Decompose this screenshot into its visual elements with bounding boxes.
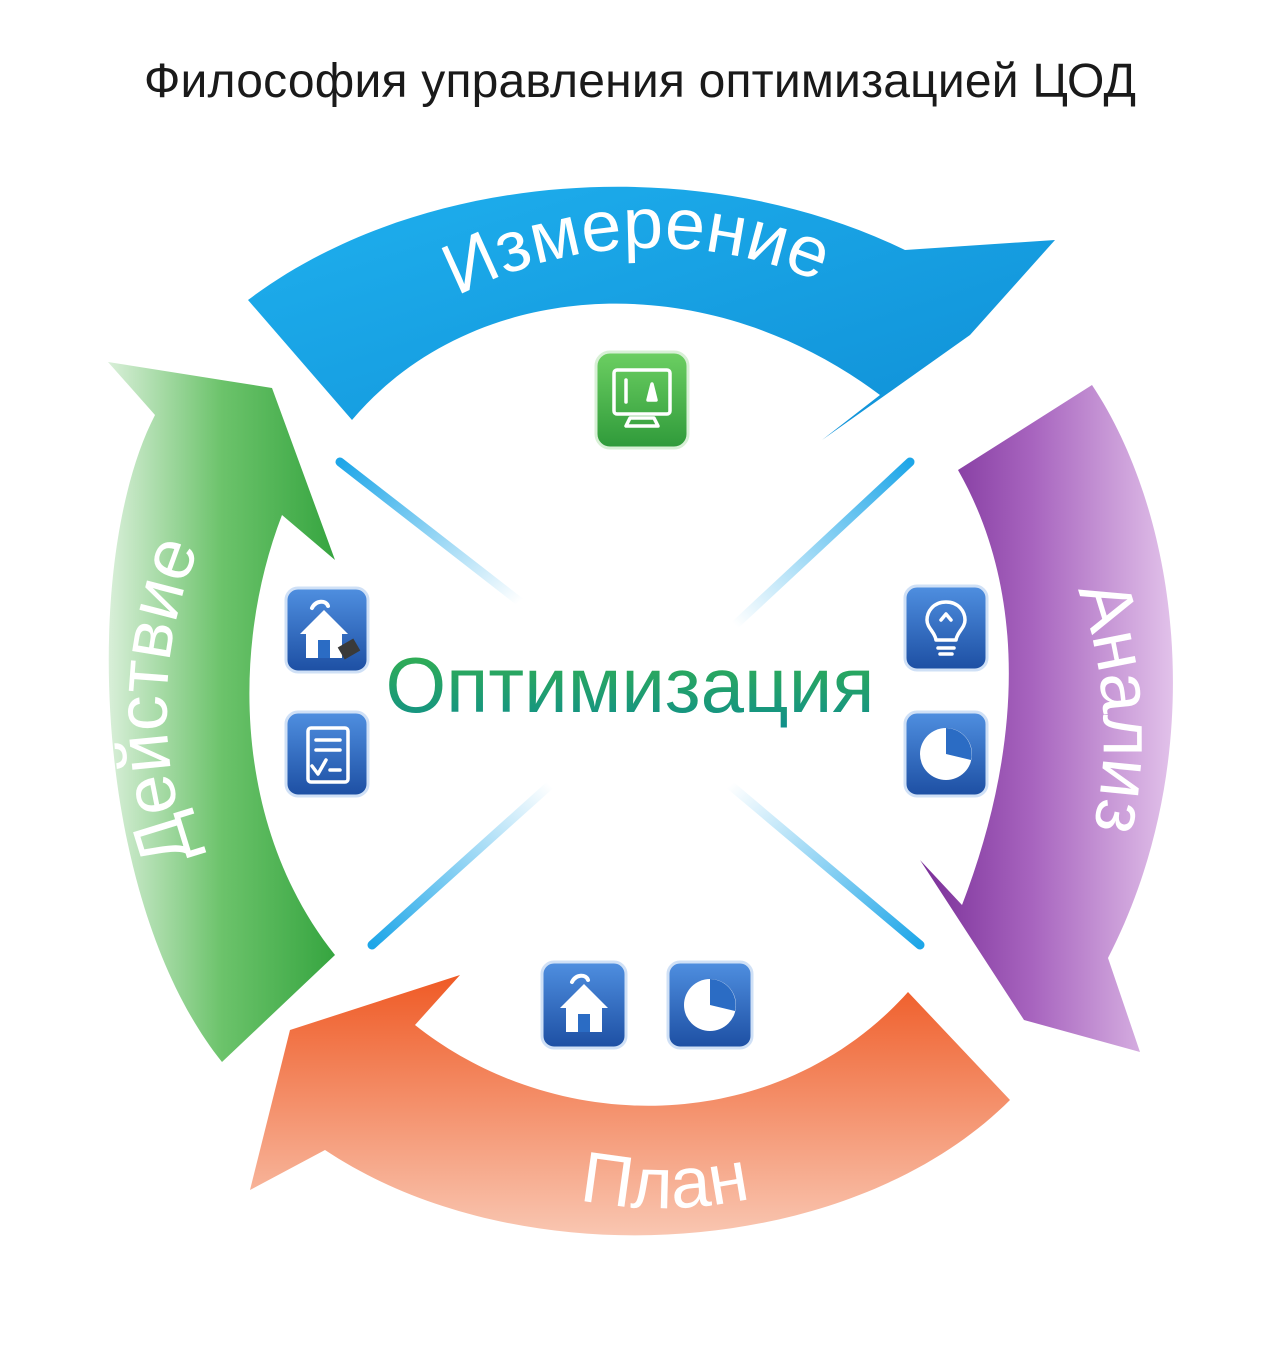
connector-upper-left: [335, 457, 525, 607]
icon-tile-pie-chart-analysis: [903, 710, 989, 798]
arrow-measure: Измерение: [248, 183, 1055, 440]
pie-chart-icon: [684, 979, 736, 1031]
connector-upper-right: [730, 457, 915, 630]
monitor-icon: [612, 368, 672, 428]
arrow-analysis: Анализ: [920, 385, 1173, 1052]
center-label: Оптимизация: [385, 641, 874, 729]
page-title: Философия управления оптимизацией ЦОД: [143, 55, 1137, 108]
connectors: [335, 457, 925, 950]
label-plan: План: [577, 1136, 754, 1225]
lightbulb-icon: [925, 600, 967, 656]
house-icon: [560, 973, 608, 1032]
icon-tile-house-plan: [540, 960, 628, 1050]
icon-tile-checklist: [284, 710, 370, 798]
house-tools-icon: [300, 599, 361, 660]
icon-tile-lightbulb: [903, 584, 989, 672]
icon-tile-house-tools: [284, 586, 370, 674]
checklist-icon: [306, 726, 350, 784]
connector-lower-left: [367, 780, 555, 950]
icon-tile-pie-chart-plan: [666, 960, 754, 1050]
connector-lower-right: [725, 780, 925, 950]
pie-chart-icon: [920, 728, 972, 780]
icon-tile-monitor: [594, 350, 690, 450]
arrow-plan: План: [250, 975, 1010, 1236]
arrow-action: Действие: [103, 362, 335, 1062]
